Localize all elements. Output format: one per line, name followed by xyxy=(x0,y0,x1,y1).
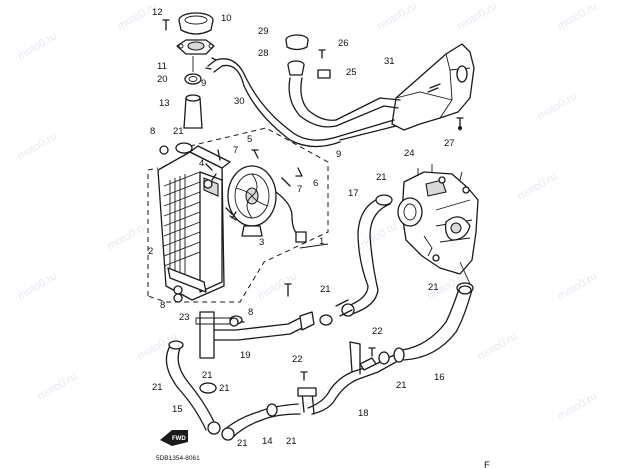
part-label-13: 13 xyxy=(159,98,170,109)
part-label-21: 21 xyxy=(173,126,184,137)
part-label-30: 30 xyxy=(234,96,245,107)
part-label-6: 6 xyxy=(313,178,318,189)
part-label-7: 7 xyxy=(233,145,238,156)
radiator-fan xyxy=(205,149,307,243)
part-label-21: 21 xyxy=(152,382,163,393)
part-label-26: 26 xyxy=(338,38,349,49)
part-label-5: 5 xyxy=(247,134,252,145)
part-label-3: 3 xyxy=(259,237,264,248)
radiator-hose-15 xyxy=(165,340,221,435)
hose-clamps xyxy=(159,142,472,365)
corner-mark: F xyxy=(484,460,490,468)
watermark-text: moto0.ru xyxy=(356,220,400,252)
part-label-8: 8 xyxy=(150,126,155,137)
forward-direction-marker: FWD xyxy=(160,430,188,446)
fwd-label: FWD xyxy=(172,436,186,442)
watermark-text: moto0.ru xyxy=(476,330,520,362)
leader-label-9: 9 xyxy=(336,149,341,160)
part-label-18: 18 xyxy=(358,408,369,419)
part-label-20: 20 xyxy=(157,74,168,85)
radiator-hose-14 xyxy=(221,403,301,441)
watermark-text: moto0.ru xyxy=(556,270,600,302)
part-label-2: 2 xyxy=(148,246,153,257)
part-label-8: 8 xyxy=(160,300,165,311)
watermark-text: moto0.ru xyxy=(16,30,60,62)
watermark-text: moto0.ru xyxy=(376,0,420,32)
part-label-11: 11 xyxy=(157,61,167,72)
part-label-21: 21 xyxy=(202,370,213,381)
watermark-layer: moto0.ru moto0.ru moto0.ru moto0.ru moto0.ru… xyxy=(16,0,600,422)
part-label-29: 29 xyxy=(258,26,269,37)
coolant-pipe-18 xyxy=(297,341,397,415)
radiator-cap-assembly xyxy=(162,12,215,129)
part-label-10: 10 xyxy=(221,13,232,24)
overflow-hose-30 xyxy=(205,57,341,148)
radiator-hose-17 xyxy=(341,194,393,317)
part-label-16: 16 xyxy=(434,372,445,383)
part-label-7: 7 xyxy=(297,184,302,195)
short-hose-21 xyxy=(319,299,353,326)
radiator-core xyxy=(157,145,231,301)
part-label-1: 1 xyxy=(319,236,324,247)
part-label-8: 8 xyxy=(248,307,253,318)
watermark-text: moto0.ru xyxy=(516,170,560,202)
watermark-text: moto0.ru xyxy=(456,0,500,32)
part-label-21: 21 xyxy=(376,172,387,183)
part-label-21: 21 xyxy=(396,380,407,391)
part-label-24: 24 xyxy=(404,148,415,159)
part-label-14: 14 xyxy=(262,436,273,447)
part-label-21: 21 xyxy=(320,284,331,295)
watermark-text: moto0.ru xyxy=(556,390,600,422)
part-label-31: 31 xyxy=(384,56,395,67)
water-pump-housing xyxy=(397,164,479,285)
part-label-22: 22 xyxy=(292,354,303,365)
part-label-17: 17 xyxy=(348,188,359,199)
watermark-text: moto0.ru xyxy=(16,270,60,302)
part-label-23: 23 xyxy=(179,312,190,323)
part-label-21: 21 xyxy=(237,438,248,449)
part-label-4: 4 xyxy=(199,158,204,169)
watermark-text: moto0.ru xyxy=(536,90,580,122)
part-label-22: 22 xyxy=(372,326,383,337)
watermark-text: moto0.ru xyxy=(556,0,600,32)
part-label-15: 15 xyxy=(172,404,183,415)
part-label-27: 27 xyxy=(444,138,455,149)
part-label-21: 21 xyxy=(428,282,439,293)
part-label-12: 12 xyxy=(152,7,163,18)
part-label-19: 19 xyxy=(240,350,251,361)
watermark-text: moto0.ru xyxy=(256,270,300,302)
watermark-text: moto0.ru xyxy=(106,220,150,252)
coolant-pipe-19 xyxy=(195,283,315,359)
water-pump-hose-16 xyxy=(393,282,474,363)
part-label-25: 25 xyxy=(346,67,357,78)
reservoir-cap-group xyxy=(285,34,337,128)
part-label-21: 21 xyxy=(286,436,297,447)
part-label-21: 21 xyxy=(219,383,230,394)
diagram-code: 5DB1354-8061 xyxy=(156,455,200,462)
part-label-28: 28 xyxy=(258,48,269,59)
watermark-text: moto0.ru xyxy=(16,130,60,162)
watermark-text: moto0.ru xyxy=(36,370,80,402)
coolant-reservoir-tank xyxy=(335,43,475,141)
part-label-9: 9 xyxy=(201,78,206,89)
